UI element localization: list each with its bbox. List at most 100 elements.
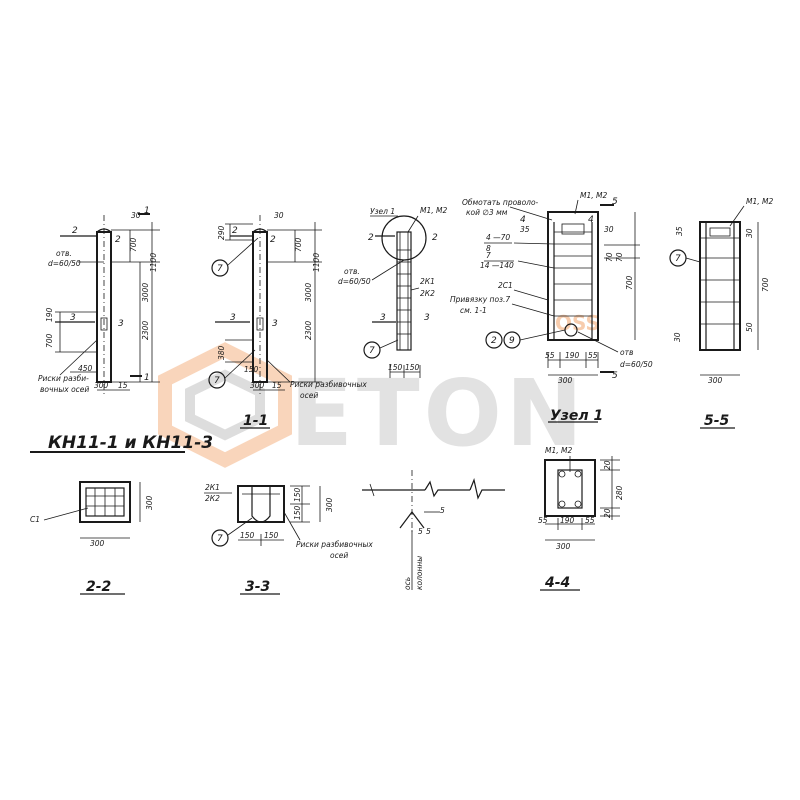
callout-3-left-c: 3 [380,313,386,323]
section-3-3-slot [251,486,271,523]
label-axis-2: колонны [415,556,424,590]
view-main: 30 700 1100 3000 2300 2 2 1 отв. d=60/50… [38,206,160,395]
label-bind2: см. 1-1 [460,306,487,315]
callout-3-right-b: 3 [272,319,278,329]
dim-15-b: 15 [272,381,282,390]
section-3-3: 2К1 2К2 7 150 150 300 150 150 Риски разб… [204,483,373,595]
label-7: 7 [486,251,491,260]
callout-5-bottom: 5 [612,371,618,381]
watermark-logo-icon [158,342,292,468]
drawing-title: КН11-1 и КН11-3 [48,433,213,453]
label-wrap2: кой ∅3 мм [466,208,508,217]
label-marks-2: вочных осей [40,385,89,394]
dim-30-55: 30 [745,228,754,238]
dim-700-b: 700 [294,237,303,252]
label-14-140: 14 —140 [480,261,514,270]
label-marks-b2: осей [300,391,318,400]
dim-70a: 70 [605,252,614,262]
label-marks-33b: осей [330,551,348,560]
label-2k1-33: 2К1 [205,483,220,492]
dim-5-ax1: 5 [440,506,445,515]
label-m1m2-55: М1, М2 [746,197,773,206]
dim-700-55: 700 [761,277,770,292]
view-5-5: М1, М2 7 35 30 700 50 30 300 5-5 [669,197,773,429]
view-5-5-ties [700,237,740,325]
dim-3000-b: 3000 [304,283,313,302]
dim-30-n: 30 [604,225,614,234]
watermark: ETON OSS [158,311,600,468]
dim-55b-n: 55 [588,351,598,360]
pos-7-a: 7 [217,264,223,274]
pos-7-b: 7 [214,376,220,386]
callout-3-left-b: 3 [230,313,236,323]
label-marks: Риски разби- [38,374,89,383]
pos-9: 9 [509,336,515,346]
callout-2-left-c: 2 [368,233,374,243]
label-hole-d-c: d=60/50 [338,277,371,286]
dim-20-44b: 20 [603,508,612,518]
dim-150-c1: 150 [388,363,403,372]
node-1-ties [554,231,592,317]
callout-3-right-c: 3 [424,313,430,323]
dim-2300: 2300 [141,321,150,340]
dim-150-c2: 150 [405,363,420,372]
callout-1-bottom: 1 [144,373,150,383]
dim-450: 450 [78,364,93,373]
dim-280-44: 280 [615,485,624,500]
dim-35-55: 35 [675,226,684,236]
pos-7-33: 7 [217,534,223,544]
dim-150: 150 [244,365,259,374]
label-wrap: Обмотать проволо- [462,198,539,207]
label-marks-b: Риски разбивочных [290,380,367,389]
dim-15: 15 [118,381,128,390]
dim-300-22v: 300 [145,495,154,510]
callout-2-left-b: 2 [232,226,238,236]
dim-20-44a: 20 [603,460,612,470]
label-2k1: 2К1 [420,277,435,286]
node-1-detail: Обмотать проволо- кой ∅3 мм М1, М2 5 4 4… [450,191,653,424]
dim-700b: 700 [45,333,54,348]
label-axis: ось [403,577,412,590]
dim-1100: 1100 [149,253,158,272]
dim-35-n: 35 [520,225,530,234]
dim-300-n: 300 [558,376,573,385]
label-4-70: 4 —70 [486,233,510,242]
callout-2-right-c: 2 [432,233,438,243]
dim-190-n: 190 [565,351,580,360]
caption-node-1: Узел 1 [550,408,603,424]
label-8: 8 [486,244,491,253]
callout-2-right: 2 [115,235,121,245]
dim-700-n: 700 [625,275,634,290]
label-c1: С1 [30,515,40,524]
dim-55a-n: 55 [545,351,555,360]
label-m1m2-44: М1, М2 [545,446,572,455]
callout-2-right-b: 2 [270,235,276,245]
watermark-sub: OSS [555,311,600,335]
callout-3-left: 3 [70,313,76,323]
section-2-2-body [79,481,131,523]
dim-300-22h: 300 [90,539,105,548]
dim-30: 30 [131,211,141,220]
label-2k2: 2К2 [420,289,435,298]
dim-2300-b: 2300 [304,321,313,340]
dim-5-ax3: 5 [426,527,431,536]
dim-5-ax2: 5 [418,527,423,536]
caption-2-2: 2-2 [86,579,111,595]
callout-3-right: 3 [118,319,124,329]
dim-190-44: 190 [560,516,575,525]
dim-55-44b: 55 [585,516,595,525]
label-m1m2-n: М1, М2 [580,191,607,200]
label-bind: Привязку поз.7 [450,295,510,304]
label-node-1: Узел 1 [370,207,395,216]
caption-3-3: 3-3 [245,579,270,595]
dim-30-b: 30 [274,211,284,220]
dim-150-33c: 150 [240,531,255,540]
dim-190: 190 [45,307,54,322]
dim-50-55: 50 [745,322,754,332]
pos-7-55: 7 [675,254,681,264]
dim-300-55: 300 [708,376,723,385]
view-1-1: 290 30 700 1100 3000 2300 2 2 7 3 3 380 … [208,211,367,429]
dim-300-44: 300 [556,542,571,551]
pos-7-circle [211,259,229,277]
